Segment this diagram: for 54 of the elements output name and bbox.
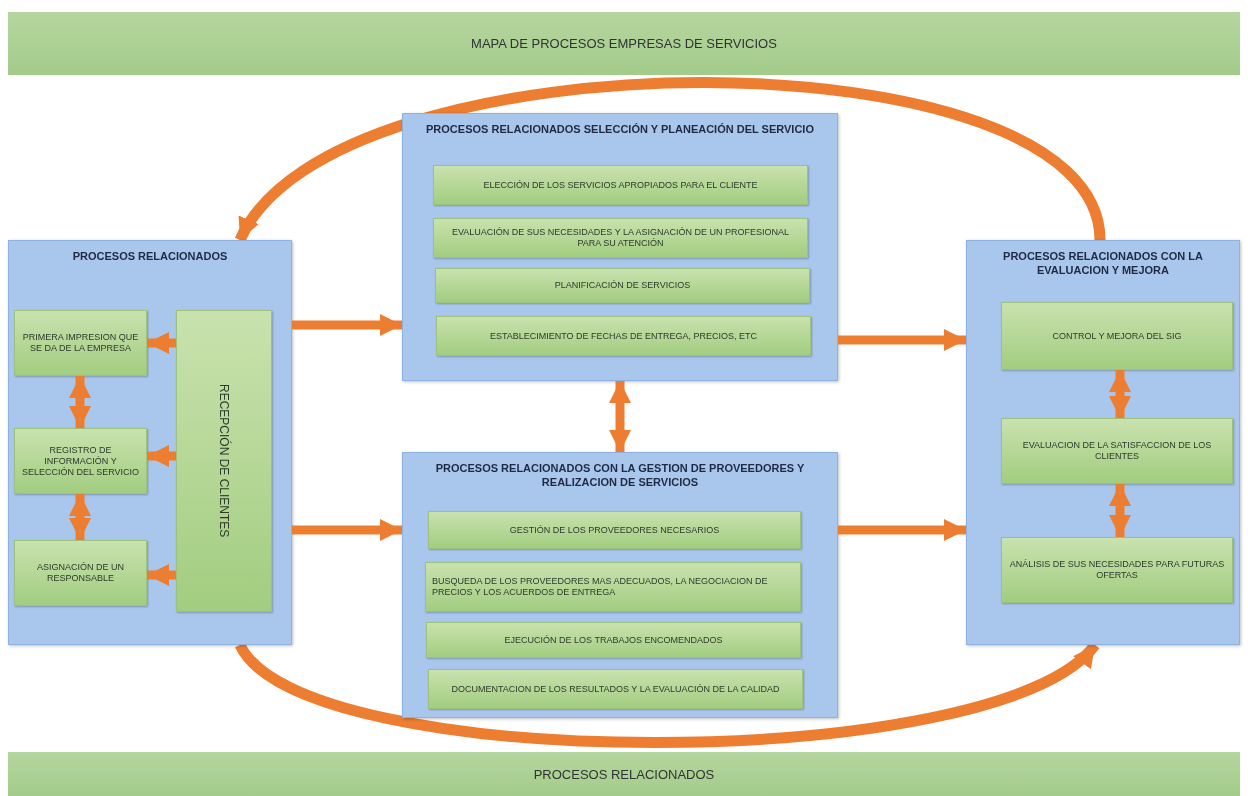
process-label: BUSQUEDA DE LOS PROVEEDORES MAS ADECUADOS, LA NEGOCIACION DE PRECIOS Y LOS ACUERDOS DE ENTREGA (432, 576, 769, 598)
arrow (147, 332, 176, 354)
process-box (1001, 302, 1233, 370)
process-box (425, 562, 801, 612)
process-box (428, 669, 803, 709)
process-box (436, 316, 811, 356)
process-label: DOCUMENTACION DE LOS RESULTADOS Y LA EVALUACIÓN DE LA CALIDAD (451, 683, 780, 695)
process-label: EJECUCIÓN DE LOS TRABAJOS ENCOMENDADOS (504, 634, 723, 646)
process-box (428, 511, 801, 549)
process-box (426, 622, 801, 658)
arrow (292, 519, 402, 541)
process-label: REGISTRO DE INFORMACIÓN Y SELECCIÓN DEL SERVICIO (21, 444, 140, 478)
double-arrow (609, 381, 631, 452)
process-box (14, 428, 147, 494)
process-box (14, 540, 147, 606)
process-label: ELECCIÓN DE LOS SERVICIOS APROPIADOS PARA EL CLIENTE (483, 179, 758, 191)
process-label: EVALUACION DE LA SATISFACCION DE LOS CLIENTES (1021, 440, 1213, 462)
process-box (14, 310, 147, 376)
process-group-panel (402, 113, 838, 381)
process-box (176, 310, 272, 612)
process-box (433, 165, 808, 205)
process-group-panel (966, 240, 1240, 645)
double-arrow (1109, 484, 1131, 537)
process-group-panel (402, 452, 838, 718)
process-label: ASIGNACIÓN DE UN RESPONSABLE (36, 562, 125, 584)
panel-heading: PROCESOS RELACIONADOS (71, 249, 229, 263)
process-group-panel (8, 240, 292, 645)
process-box (1001, 537, 1233, 603)
process-label: EVALUACIÓN DE SUS NECESIDADES Y LA ASIGNACIÓN DE UN PROFESIONAL PARA SU ATENCIÓN (450, 227, 791, 249)
arrow (147, 445, 176, 467)
arrow (838, 329, 966, 351)
header-band (8, 752, 1240, 796)
arrow (292, 314, 402, 336)
process-label: GESTIÓN DE LOS PROVEEDORES NECESARIOS (509, 524, 720, 536)
panel-heading: PROCESOS RELACIONADOS SELECCIÓN Y PLANEACIÓN DEL SERVICIO (425, 122, 815, 136)
band-title: MAPA DE PROCESOS EMPRESAS DE SERVICIOS (471, 36, 777, 51)
arrow (147, 564, 176, 586)
process-box (433, 218, 808, 258)
header-band (8, 12, 1240, 75)
process-label: PLANIFICACIÓN DE SERVICIOS (554, 280, 691, 291)
double-arrow (69, 494, 91, 540)
double-arrow (69, 376, 91, 428)
double-arrow (1109, 370, 1131, 418)
process-label: ESTABLECIMIENTO DE FECHAS DE ENTREGA, PRECIOS, ETC (489, 330, 758, 342)
panel-heading: PROCESOS RELACIONADOS CON LA EVALUACION Y MEJORA (1002, 249, 1204, 277)
band-title: PROCESOS RELACIONADOS (533, 766, 715, 782)
process-label: RECEPCIÓN DE CLIENTES (217, 384, 231, 538)
process-box (1001, 418, 1233, 484)
process-label: PRIMERA IMPRESION QUE SE DA DE LA EMPRESA (21, 332, 140, 354)
process-label: CONTROL Y MEJORA DEL SIG (1052, 330, 1182, 342)
panel-heading: PROCESOS RELACIONADOS CON LA GESTION DE PROVEEDORES Y REALIZACION DE SERVICIOS (434, 461, 806, 489)
process-label: ANÁLISIS DE SUS NECESIDADES PARA FUTURAS OFERTAS (1008, 559, 1226, 581)
arrow (838, 519, 966, 541)
process-box (435, 268, 810, 303)
